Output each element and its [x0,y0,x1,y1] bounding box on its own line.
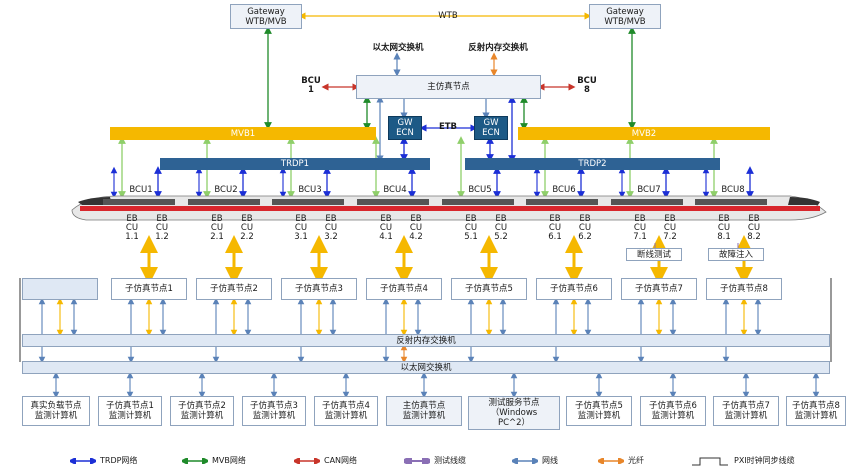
monitor-computer-0: 真实负载节点 监测计算机 [22,396,90,426]
master-simulation-node: 主仿真节点 [356,75,541,99]
trdp2-bus: TRDP2 [465,158,720,170]
real-load-node [22,278,98,300]
ethernet-switch-bus: 以太网交换机 [22,361,830,374]
train-window-strip [103,199,175,205]
train-window-strip [188,199,260,205]
bcu-label-3: BCU3 [298,185,322,195]
sub-simulation-node-2: 子仿真节点2 [196,278,272,300]
monitor-computer-9: 子仿真节点7 监测计算机 [713,396,779,426]
monitor-computer-8: 子仿真节点6 监测计算机 [640,396,706,426]
bcu-label-1: BCU1 [129,185,153,195]
sub-simulation-node-5: 子仿真节点5 [451,278,527,300]
fault-test-box: 断线测试 [626,248,682,261]
ebcu-label: EB CU 3.2 [324,214,338,242]
sub-simulation-node-1: 子仿真节点1 [111,278,187,300]
monitor-computer-7: 子仿真节点5 监测计算机 [566,396,632,426]
ebcu-label: EB CU 2.1 [210,214,224,242]
wtb-label: WTB [438,11,458,21]
ebcu-label: EB CU 8.1 [717,214,731,242]
sub-simulation-node-7: 子仿真节点7 [621,278,697,300]
bcu-label-2: BCU2 [214,185,238,195]
bcu8-top-label: BCU 8 [577,76,597,95]
ebcu-label: EB CU 6.1 [548,214,562,242]
monitor-computer-4: 子仿真节点4 监测计算机 [314,396,378,426]
bcu-label-5: BCU5 [468,185,492,195]
train [71,195,827,221]
mvb1-bus: MVB1 [110,127,376,140]
ebcu-label: EB CU 6.2 [578,214,592,242]
train-window-strip [272,199,344,205]
train-window-strip [611,199,683,205]
etb-label: ETB [438,122,458,132]
ebcu-label: EB CU 3.1 [294,214,308,242]
ebcu-label: EB CU 4.1 [379,214,393,242]
refmem-switch-top-label: 反射内存交换机 [468,43,528,53]
legend-fiber: 光纤 [598,456,644,465]
legend-can: CAN网络 [294,456,358,465]
train-window-strip [442,199,514,205]
gw-ecn-right: GW ECN [474,116,508,140]
ebcu-label: EB CU 5.2 [494,214,508,242]
monitor-computer-1: 子仿真节点1 监测计算机 [98,396,162,426]
legend-pxi: PXI时钟同步线缆 [690,455,795,466]
bcu-label-8: BCU8 [721,185,745,195]
reflective-memory-switch-bus: 反射内存交换机 [22,334,830,347]
legend-trdp: TRDP网络 [70,456,138,465]
bcu-label-4: BCU4 [383,185,407,195]
trdp1-bus: TRDP1 [160,158,430,170]
bcu-label-7: BCU7 [637,185,661,195]
monitor-computer-10: 子仿真节点8 监测计算机 [786,396,846,426]
sub-simulation-node-6: 子仿真节点6 [536,278,612,300]
ebcu-label: EB CU 7.2 [663,214,677,242]
legend-eth: 网线 [512,456,558,465]
eth-switch-top-label: 以太网交换机 [372,43,424,53]
fault-inject-box: 故障注入 [708,248,764,261]
sub-simulation-node-8: 子仿真节点8 [706,278,782,300]
train-links [110,136,754,199]
ebcu-label: EB CU 1.2 [155,214,169,242]
bus-links [38,297,820,399]
ebcu-label: EB CU 8.2 [747,214,761,242]
bcu-label-6: BCU6 [552,185,576,195]
monitor-computer-5: 主仿真节点 监测计算机 [386,396,462,426]
ebcu-label: EB CU 7.1 [633,214,647,242]
sub-simulation-node-3: 子仿真节点3 [281,278,357,300]
monitor-computer-6: 测试服务节点 （Windows PC^2） [468,396,560,430]
legend-test-cable: 测试线缆 [404,456,466,465]
mvb2-bus: MVB2 [518,127,770,140]
sub-simulation-node-4: 子仿真节点4 [366,278,442,300]
gateway-left: Gateway WTB/MVB [230,4,302,29]
ebcu-label: EB CU 1.1 [125,214,139,242]
ebcu-label: EB CU 5.1 [464,214,478,242]
train-window-strip [526,199,598,205]
gw-ecn-left: GW ECN [388,116,422,140]
gateway-right: Gateway WTB/MVB [589,4,661,29]
train-window-strip [357,199,429,205]
train-window-strip [695,199,767,205]
legend-mvb: MVB网络 [182,456,246,465]
monitor-computer-2: 子仿真节点2 监测计算机 [170,396,234,426]
ebcu-label: EB CU 4.2 [409,214,423,242]
bcu1-top-label: BCU 1 [301,76,321,95]
monitor-computer-3: 子仿真节点3 监测计算机 [242,396,306,426]
ebcu-label: EB CU 2.2 [240,214,254,242]
